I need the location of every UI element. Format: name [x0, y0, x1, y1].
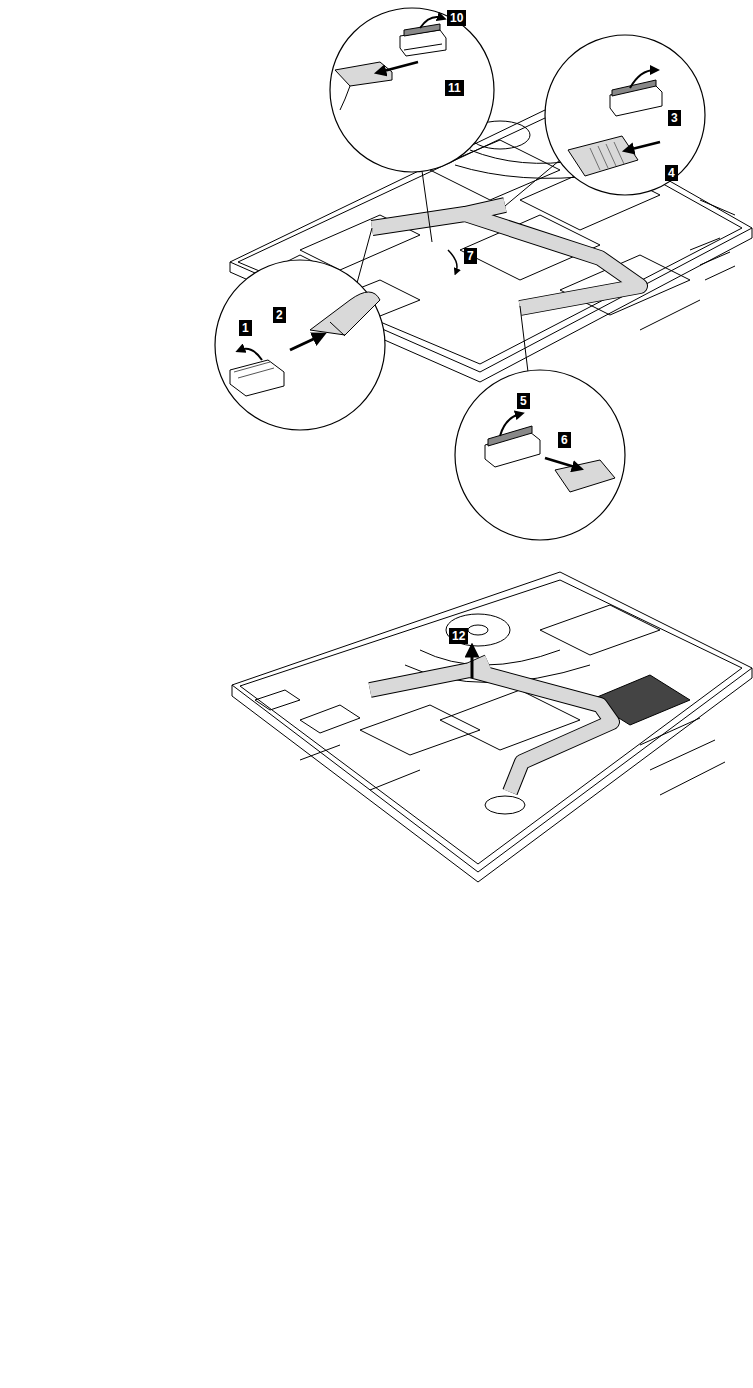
detail-top: [330, 8, 494, 172]
detail-left: [215, 260, 385, 430]
callout-number: 12: [449, 628, 468, 644]
callout-number: 5: [517, 393, 530, 409]
callout-number: 4: [665, 165, 678, 181]
callout-number: 11: [445, 80, 464, 96]
laptop-base-bottom: [232, 572, 752, 882]
callout-number: 7: [464, 248, 477, 264]
detail-top-right: [545, 35, 705, 195]
flat-cable-bottom: [370, 662, 612, 792]
callout-number: 3: [668, 110, 681, 126]
callout-number: 10: [447, 10, 466, 26]
leader-lines: [357, 160, 560, 372]
lift-arrow: [471, 650, 474, 678]
callout-number: 6: [558, 432, 571, 448]
callout-number: 1: [239, 320, 252, 336]
peel-arrow: [448, 250, 457, 272]
detail-bottom: [455, 370, 625, 540]
callout-number: 2: [273, 307, 286, 323]
flat-cable-top: [372, 205, 640, 308]
